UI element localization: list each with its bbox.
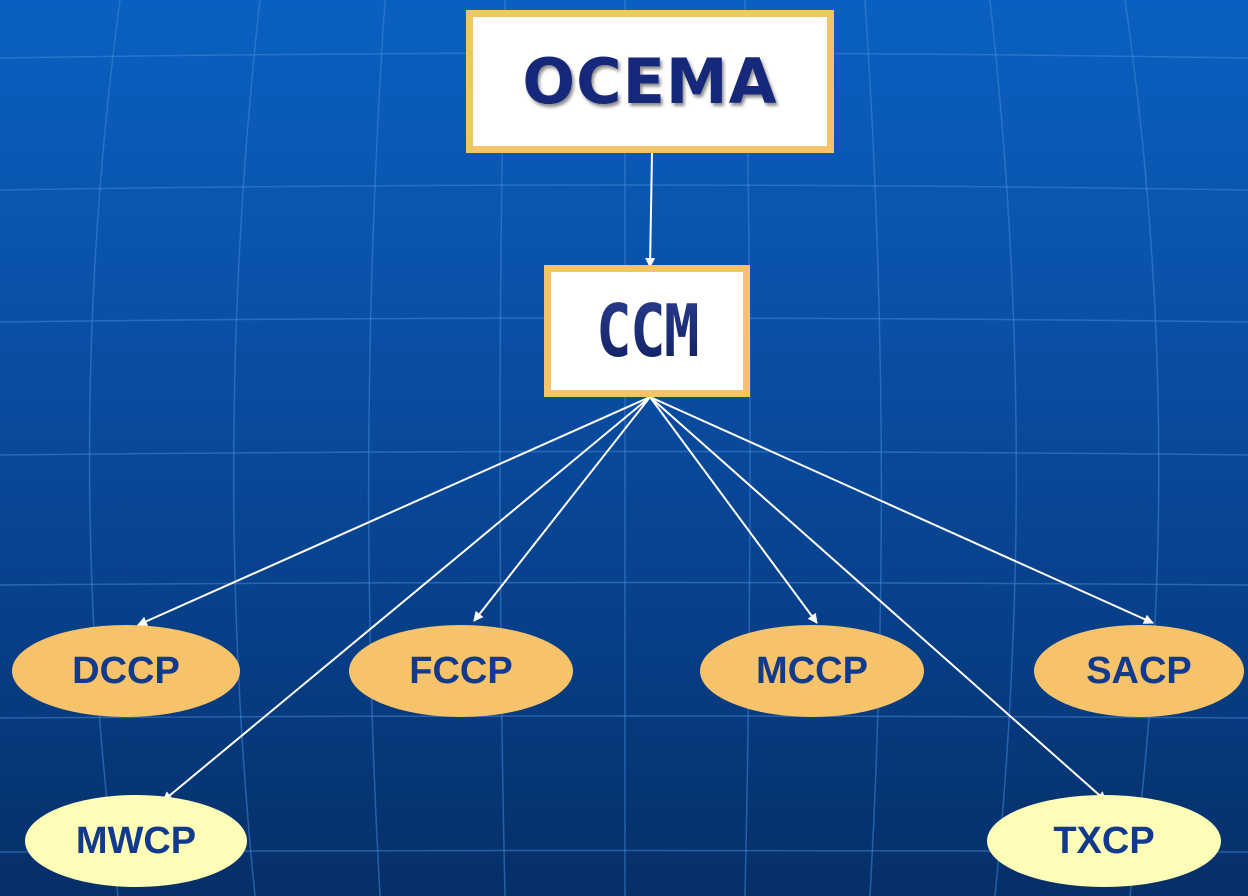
arrow-ccm-sacp	[649, 396, 1154, 624]
node-label: FCCP	[409, 649, 513, 692]
arrow-ccm-fccp	[473, 396, 651, 622]
node-mwcp: MWCP	[25, 795, 247, 887]
node-label: MCCP	[756, 649, 868, 692]
ccm-logo-box: CCM	[544, 265, 750, 397]
arrow-ccm-txcp	[649, 396, 1107, 802]
node-label: TXCP	[1053, 819, 1155, 862]
node-mccp: MCCP	[700, 625, 924, 717]
node-label: DCCP	[72, 649, 180, 692]
node-dccp: DCCP	[12, 625, 240, 717]
node-label: SACP	[1086, 649, 1192, 692]
ocema-logo-box: OCEMA	[466, 10, 834, 153]
node-txcp: TXCP	[987, 795, 1221, 887]
arrow-ccm-mwcp	[162, 396, 651, 802]
arrow-ccm-dccp	[137, 396, 651, 626]
arrow-ocema-ccm	[645, 152, 656, 268]
node-sacp: SACP	[1034, 625, 1244, 717]
ccm-logo-text: CCM	[596, 289, 699, 373]
node-label: MWCP	[75, 819, 197, 862]
ocema-logo-text: OCEMA	[522, 45, 778, 118]
node-fccp: FCCP	[349, 625, 573, 717]
arrow-ccm-mccp	[649, 396, 818, 624]
